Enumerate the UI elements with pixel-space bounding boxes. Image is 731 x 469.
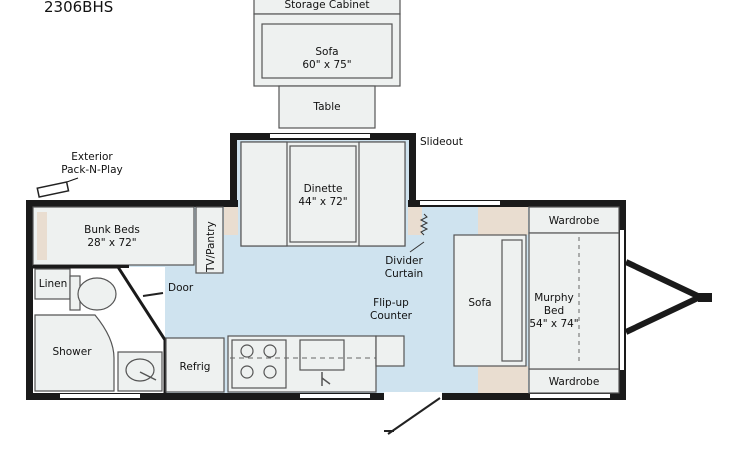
- divider-label-1: Divider: [385, 255, 423, 267]
- murphy-label-2: Bed: [544, 305, 564, 317]
- divider-label-2: Curtain: [385, 268, 423, 280]
- divider-curtain: [419, 213, 429, 236]
- dinette-bench-left: [240, 141, 288, 247]
- refrig-label: Refrig: [180, 361, 211, 373]
- wardrobe-top: [528, 206, 620, 234]
- exterior-label-2: Pack-N-Play: [61, 164, 122, 176]
- top-table-label: Table: [312, 101, 340, 113]
- main-sofa-label: Sofa: [468, 297, 491, 309]
- main-sofa-back: [501, 239, 523, 362]
- slideout-left-wall: [230, 133, 237, 209]
- divider-curtain-pointer: [409, 241, 425, 253]
- window-bottom-mid: [300, 394, 370, 398]
- rear-wall: [26, 200, 33, 400]
- dinette-bench-right: [358, 141, 406, 247]
- exterior-pack-n-play: [36, 181, 70, 198]
- shower: [34, 314, 115, 392]
- slideout-right-cap: [408, 207, 422, 235]
- flipup-label-1: Flip-up: [373, 297, 409, 309]
- door-label: Door: [168, 282, 194, 294]
- linen-closet: [34, 268, 71, 300]
- slideout-window: [270, 134, 370, 138]
- wardrobe-bottom-label: Wardrobe: [549, 376, 600, 388]
- burner-3: [240, 365, 254, 379]
- sofa-cap-bottom: [478, 366, 528, 393]
- top-table: [278, 85, 376, 129]
- bunk-beds-dims: 28" x 72": [87, 237, 136, 249]
- sofa-cap-top: [478, 207, 528, 235]
- window-bottom-left: [60, 394, 140, 398]
- shower-label: Shower: [52, 346, 92, 358]
- toilet-bowl: [77, 277, 117, 311]
- exterior-label-1: Exterior: [71, 151, 113, 163]
- murphy-label-1: Murphy: [534, 292, 574, 304]
- top-wall-right: [408, 200, 626, 207]
- refrigerator: [165, 337, 225, 393]
- bath-faucet: [139, 371, 157, 381]
- dinette-dims: 44" x 72": [298, 196, 347, 208]
- flipup-label-2: Counter: [370, 310, 413, 322]
- slideout-label: Slideout: [420, 136, 463, 148]
- window-bottom-right: [530, 394, 610, 398]
- flip-up-counter: [375, 335, 405, 367]
- top-sofa-label: Sofa: [315, 46, 338, 58]
- bunk-pillow: [37, 212, 47, 260]
- burner-1: [240, 344, 254, 358]
- top-sofa-cushion: [261, 23, 393, 79]
- model-name: 2306BHS: [44, 0, 113, 16]
- bunk-beds-label: Bunk Beds: [84, 224, 140, 236]
- window-front: [620, 230, 624, 370]
- bathroom-top-wall: [33, 265, 129, 268]
- entry-door-opening: [384, 392, 442, 402]
- window-top-right: [420, 201, 500, 205]
- tv-pantry: [195, 206, 224, 274]
- slideout-left-cap: [224, 207, 238, 235]
- top-sofa-dims: 60" x 75": [302, 59, 351, 71]
- dinette-table: [289, 145, 357, 243]
- murphy-bed: [528, 232, 620, 370]
- dinette-label: Dinette: [304, 183, 343, 195]
- top-wall-left: [26, 200, 238, 207]
- tv-pantry-label: TV/Pantry: [205, 221, 217, 273]
- bathroom-door: [142, 292, 164, 297]
- burner-4: [263, 365, 277, 379]
- murphy-dims: 54" x 74": [529, 318, 578, 330]
- bunk-beds: [32, 206, 195, 266]
- wardrobe-top-label: Wardrobe: [549, 215, 600, 227]
- kitchen-faucet-spout: [321, 377, 331, 385]
- entry-door: [387, 397, 441, 435]
- burner-2: [263, 344, 277, 358]
- hitch-coupler: [698, 293, 712, 302]
- hitch: [624, 259, 708, 335]
- slideout-right-wall: [409, 133, 416, 209]
- stove: [231, 339, 287, 389]
- kitchen-sink: [299, 339, 345, 371]
- linen-label: Linen: [39, 278, 68, 290]
- storage-cabinet-label: Storage Cabinet: [285, 0, 370, 11]
